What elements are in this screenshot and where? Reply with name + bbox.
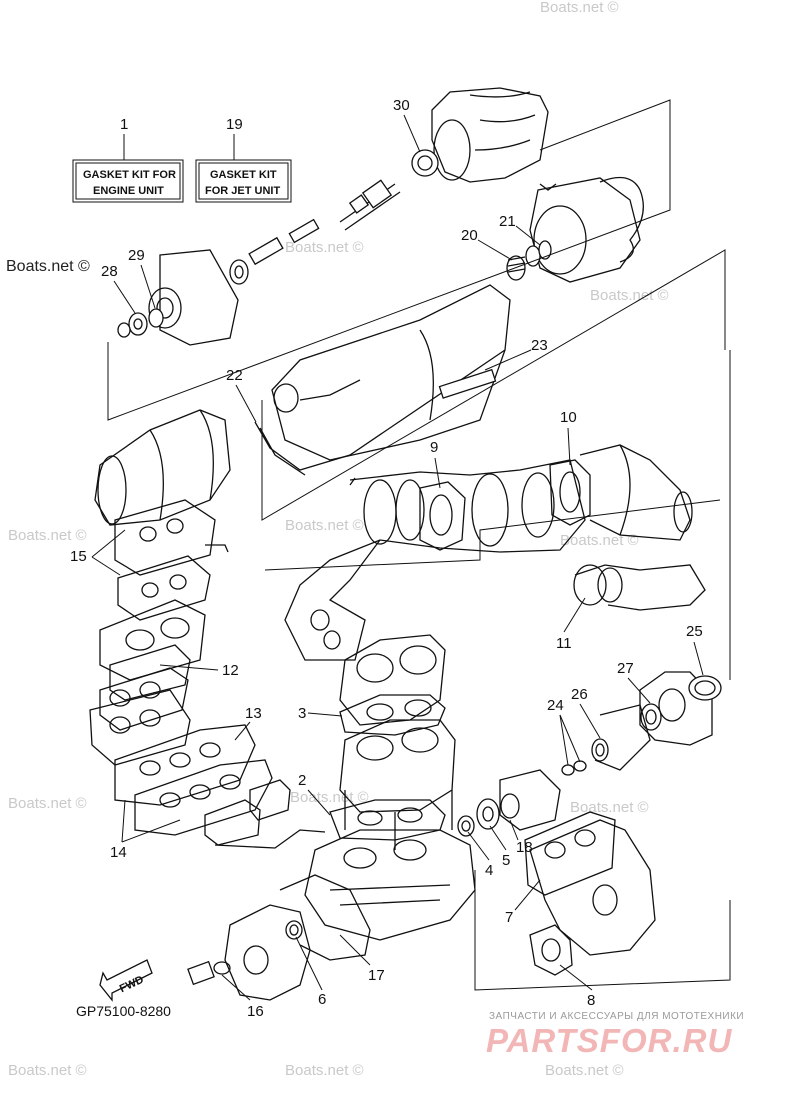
exhaust-gasket-9: [419, 481, 466, 551]
watermark-faint: Boats.net ©: [8, 795, 87, 812]
gasket-8: [529, 924, 573, 976]
callout-number: 8: [587, 992, 595, 1009]
callout-number: 18: [516, 839, 533, 856]
callout-number: 5: [502, 852, 510, 869]
kit-label-line: ENGINE UNIT: [93, 185, 164, 197]
shop-banner: ЗАПЧАСТИ И АКСЕССУАРЫ ДЛЯ МОТОТЕХНИКИ PA…: [486, 1011, 744, 1059]
jet-pump-assembly: [248, 87, 644, 283]
shop-brand-logo: PARTSFOR.RU: [486, 1022, 732, 1059]
watermark-faint: Boats.net ©: [570, 799, 649, 816]
callout-number: 19: [226, 116, 243, 133]
callout-number: 13: [245, 705, 262, 722]
callout-number: 20: [461, 227, 478, 244]
callout-number: 16: [247, 1003, 264, 1020]
kit-label-engine: 1 GASKET KIT FOR ENGINE UNIT: [72, 116, 184, 203]
watermark-faint: Boats.net ©: [285, 239, 364, 256]
callout-number: 30: [393, 97, 410, 114]
callout-number: 10: [560, 409, 577, 426]
water-box-outlet: [573, 564, 706, 611]
kit-label-line: FOR JET UNIT: [205, 185, 280, 197]
seal-rings-left: [117, 308, 164, 338]
gasket-3: [339, 694, 446, 736]
callout-number: 26: [571, 686, 588, 703]
head-gasket-stack: [89, 499, 229, 766]
kit-label-line: GASKET KIT: [210, 169, 277, 181]
callout-number: 28: [101, 263, 118, 280]
callout-number: 29: [128, 247, 145, 264]
callout-number: 15: [70, 548, 87, 565]
callout-number: 27: [617, 660, 634, 677]
watermark-faint: Boats.net ©: [8, 1062, 87, 1079]
watermark-faint: Boats.net ©: [8, 527, 87, 544]
impeller-housing: [148, 249, 249, 346]
callouts: 2 3 4 5 6 7 8 9 10 11 12 13 14 15 16 17 …: [70, 97, 704, 1020]
exhaust-gasket-10: [549, 459, 591, 526]
magneto-cover: [224, 874, 371, 1001]
callout-number: 12: [222, 662, 239, 679]
reed-valve-gaskets: [114, 724, 326, 849]
jet-intake-housing: [254, 284, 511, 476]
callout-number: 9: [430, 439, 438, 456]
watermark-faint: Boats.net ©: [290, 789, 369, 806]
callout-number: 2: [298, 772, 306, 789]
rotary-cover-assembly: [591, 671, 722, 771]
crankcase: [304, 829, 476, 941]
fwd-arrow-icon: FWD: [99, 959, 153, 1002]
diagram-part-code: GP75100-8280: [76, 1003, 171, 1019]
sensor-16: [187, 960, 231, 986]
callout-number: 6: [318, 991, 326, 1008]
o-rings-24: [561, 760, 587, 776]
exhaust-pipe-main: [284, 459, 586, 661]
exhaust-elbow: [579, 444, 693, 541]
watermark-faint: Boats.net ©: [590, 287, 669, 304]
callout-number: 14: [110, 844, 127, 861]
rotary-shaft-seals: [457, 769, 561, 837]
watermark-faint: Boats.net ©: [545, 1062, 624, 1079]
watermark-faint: Boats.net ©: [285, 1062, 364, 1079]
callout-number: 1: [120, 116, 128, 133]
kit-label-jet: 19 GASKET KIT FOR JET UNIT: [195, 116, 292, 203]
exhaust-pipe-front: [94, 409, 231, 526]
callout-number: 24: [547, 697, 564, 714]
callout-number: 7: [505, 909, 513, 926]
leader-frame-bottom-right: [474, 870, 731, 991]
callout-number: 11: [556, 635, 572, 652]
cylinder-block: [339, 634, 456, 850]
seal-rings-right: [506, 240, 552, 281]
group-frames: [107, 99, 731, 680]
callout-number: 17: [368, 967, 385, 984]
gasket-2: [329, 799, 446, 841]
callout-number: 25: [686, 623, 703, 640]
watermark-faint: Boats.net ©: [540, 0, 619, 16]
watermark-main: Boats.net ©: [6, 258, 90, 275]
watermark-faint: Boats.net ©: [560, 532, 639, 549]
callout-number: 21: [499, 213, 516, 230]
background-watermarks: Boats.net © Boats.net © Boats.net © Boat…: [8, 0, 669, 1079]
shop-tagline: ЗАПЧАСТИ И АКСЕССУАРЫ ДЛЯ МОТОТЕХНИКИ: [489, 1011, 744, 1022]
intake-manifold: [524, 811, 656, 956]
watermark-faint: Boats.net ©: [285, 517, 364, 534]
kit-label-line: GASKET KIT FOR: [83, 169, 176, 181]
callout-number: 23: [531, 337, 548, 354]
callout-number: 22: [226, 367, 243, 384]
callout-number: 4: [485, 862, 493, 879]
callout-number: 3: [298, 705, 306, 722]
